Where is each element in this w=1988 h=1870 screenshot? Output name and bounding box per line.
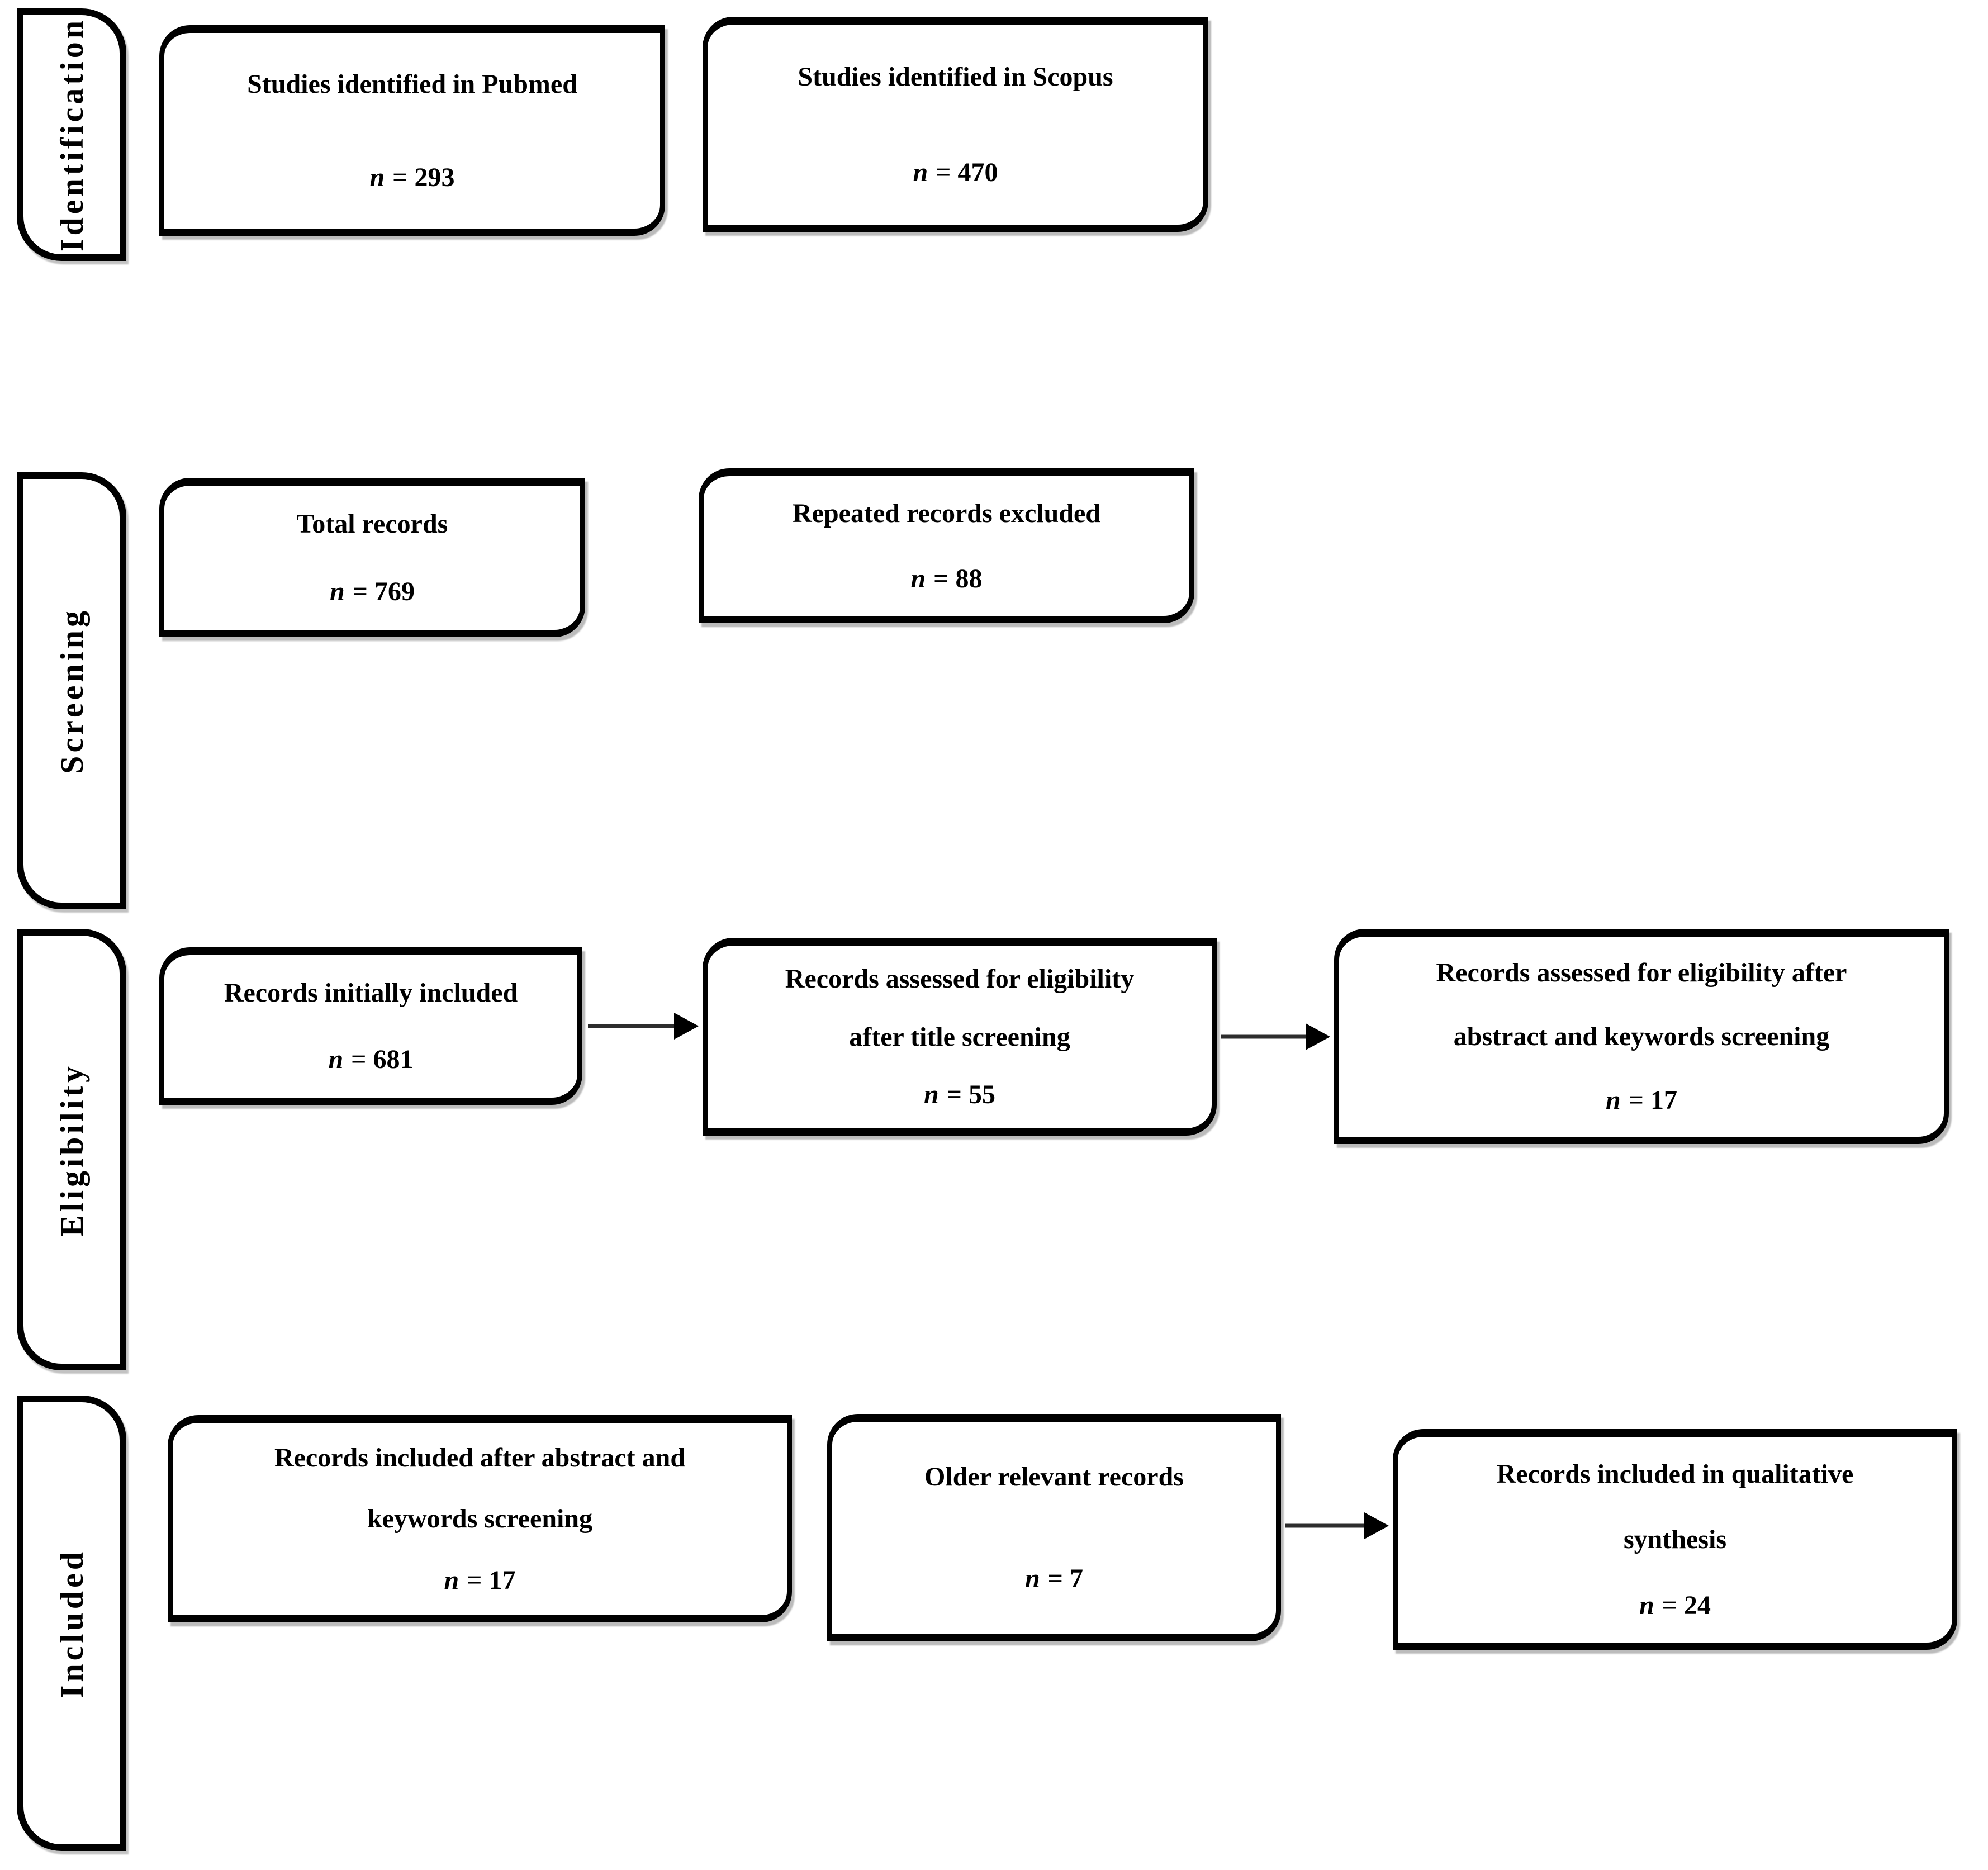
stage-box-included: Included (17, 1396, 126, 1851)
flow-box-included-after-abstract: Records included after abstract and keyw… (168, 1415, 792, 1622)
count-value: = 470 (936, 157, 998, 187)
flow-box-label-line1: Records included in qualitative (1496, 1459, 1854, 1489)
flow-arrow-initial-to-title (588, 1013, 699, 1040)
stage-box-eligibility: Eligibility (17, 929, 126, 1370)
n-symbol: n (923, 1080, 939, 1110)
arrow-shaft (588, 1024, 675, 1028)
n-symbol: n (1024, 1564, 1040, 1594)
flow-box-label-line2: abstract and keywords screening (1453, 1022, 1830, 1052)
record-count: n= 55 (924, 1079, 995, 1111)
record-count: n = 17 (444, 1564, 515, 1597)
n-symbol: n (328, 1045, 344, 1075)
n-symbol: n (444, 1565, 459, 1595)
flow-box-label: Studies identified in Scopus (798, 61, 1113, 92)
flow-box-label: Older relevant records (924, 1462, 1184, 1492)
arrow-right-icon (1306, 1023, 1330, 1050)
flow-box-scopus: Studies identified in Scopus n = 470 (703, 17, 1208, 232)
record-count: n= 7 (1025, 1563, 1083, 1595)
record-count: n = 24 (1639, 1589, 1711, 1622)
flow-box-pubmed: Studies identified in Pubmed n= 293 (159, 25, 665, 236)
record-count: n= 681 (328, 1043, 413, 1076)
arrow-right-icon (674, 1013, 699, 1040)
stage-label-eligibility: Eligibility (53, 1062, 90, 1237)
stage-label-screening: Screening (53, 607, 90, 774)
flow-box-label: Repeated records excluded (792, 498, 1100, 528)
flow-box-total-records: Total records n= 769 (159, 478, 585, 637)
flow-box-initially-included: Records initially included n= 681 (159, 947, 582, 1105)
flow-box-label-line1: Records assessed for eligibility after (1436, 958, 1847, 988)
flow-box-label-line2: after title screening (849, 1022, 1070, 1052)
flow-box-label-line2: keywords screening (367, 1504, 593, 1534)
record-count: n= 769 (330, 576, 415, 608)
n-symbol: n (1605, 1085, 1621, 1116)
stage-label-identification: Identification (53, 17, 90, 252)
n-symbol: n (1639, 1590, 1654, 1620)
flow-box-label-line2: synthesis (1623, 1525, 1727, 1555)
flow-box-label-line1: Records assessed for eligibility (785, 964, 1135, 994)
record-count: n= 17 (1606, 1084, 1677, 1117)
count-value: = 24 (1662, 1590, 1711, 1620)
n-symbol: n (913, 157, 928, 187)
stage-label-included: Included (53, 1548, 90, 1698)
flow-box-title-screening: Records assessed for eligibility after t… (703, 938, 1217, 1136)
count-value: = 681 (351, 1045, 414, 1075)
count-value: = 17 (1628, 1085, 1678, 1116)
record-count: n= 293 (369, 162, 454, 194)
stage-box-identification: Identification (17, 8, 126, 261)
flow-box-label: Records initially included (224, 977, 518, 1008)
flow-box-label: Total records (296, 509, 448, 539)
n-symbol: n (369, 162, 385, 192)
flow-box-label-line1: Records included after abstract and (274, 1442, 686, 1473)
count-value: = 293 (392, 162, 455, 192)
arrow-shaft (1221, 1034, 1307, 1039)
count-value: = 769 (352, 576, 415, 606)
flow-arrow-title-to-abstract (1221, 1023, 1330, 1050)
flow-box-older-relevant: Older relevant records n= 7 (827, 1414, 1281, 1641)
arrow-right-icon (1364, 1512, 1389, 1539)
n-symbol: n (910, 563, 926, 594)
count-value: = 17 (467, 1565, 516, 1595)
n-symbol: n (329, 576, 345, 606)
arrow-shaft (1285, 1523, 1365, 1528)
flow-box-label: Studies identified in Pubmed (247, 69, 577, 99)
flow-arrow-older-to-qualitative (1285, 1512, 1389, 1539)
record-count: n= 88 (910, 563, 982, 595)
count-value: = 55 (946, 1080, 996, 1110)
count-value: = 88 (933, 563, 983, 594)
flow-box-abstract-keywords-screening: Records assessed for eligibility after a… (1334, 929, 1949, 1144)
stage-box-screening: Screening (17, 472, 126, 909)
count-value: = 7 (1047, 1564, 1084, 1594)
flow-box-repeated-excluded: Repeated records excluded n= 88 (699, 468, 1194, 623)
record-count: n = 470 (913, 156, 998, 189)
flow-box-qualitative-synthesis: Records included in qualitative synthesi… (1393, 1429, 1957, 1650)
